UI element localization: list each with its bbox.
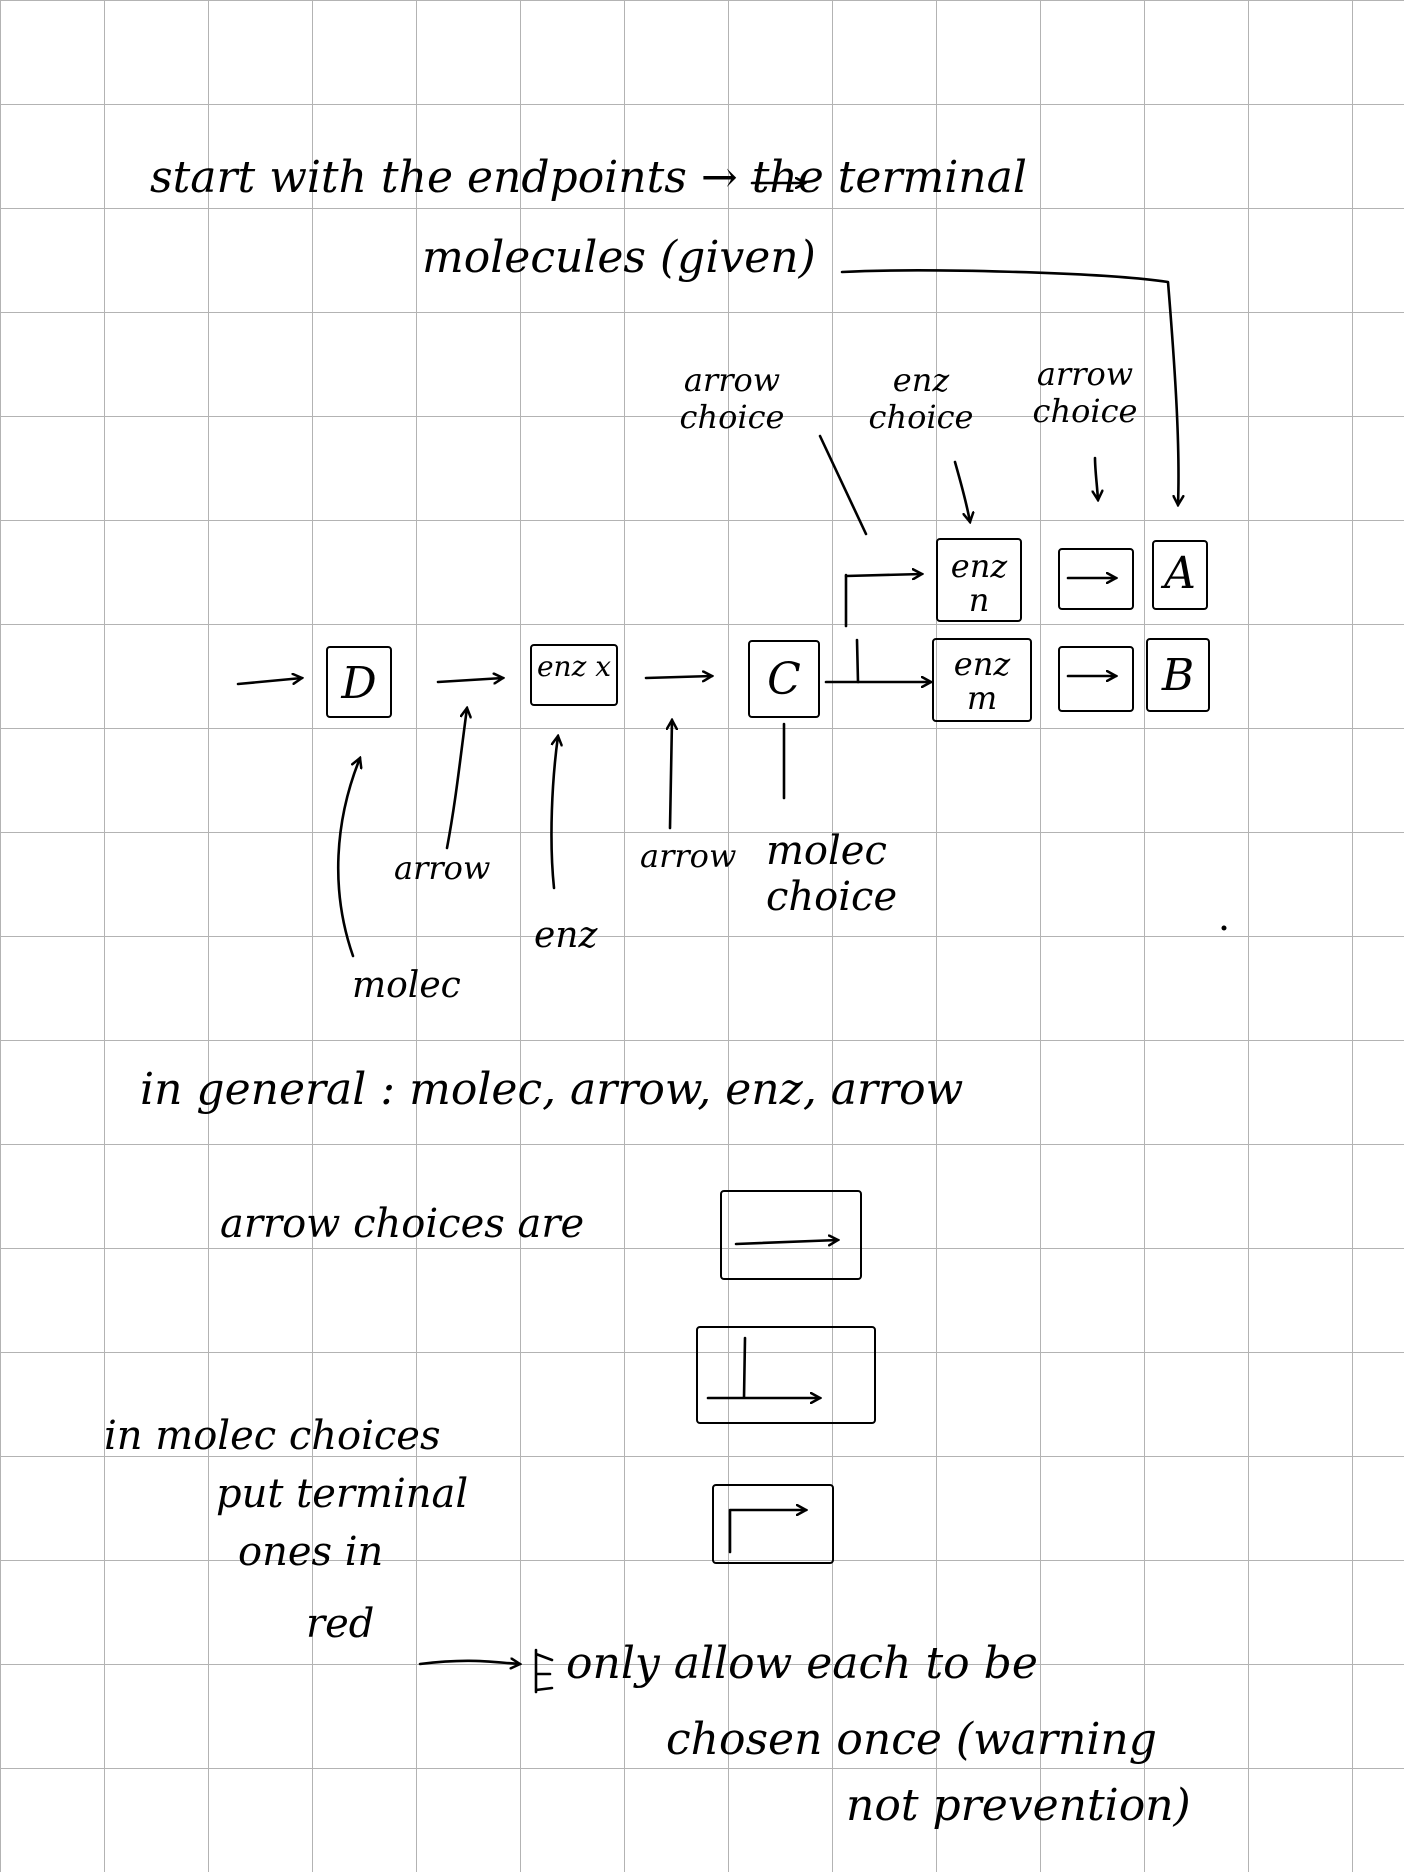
chain-arrow-into-d: [236, 678, 302, 686]
legend-box-corner: [712, 1484, 834, 1564]
arrow-choice-box-top: [1058, 548, 1134, 610]
node-d: D: [326, 646, 392, 718]
label-arrow-1: arrow: [394, 849, 491, 887]
label-enz-choice: enz choice: [868, 361, 974, 436]
legend-box-branch: [696, 1326, 876, 1424]
label-molec: molec: [352, 965, 461, 1006]
label-arrow-choice-2: arrow choice: [1032, 355, 1138, 430]
label-enz: enz: [534, 915, 598, 956]
branch-arrow-to-enz-n: [844, 574, 922, 576]
label-arrow-2: arrow: [640, 837, 737, 875]
legend-arrow-branch: [706, 1336, 820, 1398]
arrow-choice-box-bottom: [1058, 646, 1134, 712]
node-b: B: [1146, 638, 1210, 712]
note-start-line: start with the endpoints → the terminal: [150, 152, 1027, 203]
node-a: A: [1152, 540, 1208, 610]
legend-arrow-corner: [728, 1510, 806, 1554]
note-molec-choices-2: put terminal: [216, 1471, 469, 1517]
note-molecules-given: molecules (given): [422, 232, 816, 283]
note-arrow-choices-are: arrow choices are: [220, 1201, 585, 1247]
molec-arrow: [336, 758, 360, 958]
chain-arrow-d-enzx: [436, 678, 503, 682]
chain-arrow-enzx-c: [644, 676, 712, 678]
arrow-choice-leader: [818, 434, 868, 536]
note-in-general: in general : molec, arrow, enz, arrow: [140, 1064, 964, 1115]
arrow2-label-arrow: [670, 720, 672, 830]
node-enz-x: enz x: [530, 644, 618, 706]
note-only-allow-2: chosen once (warning: [666, 1714, 1157, 1765]
legend-box-straight: [720, 1190, 862, 1280]
note-only-allow-3: not prevention): [846, 1780, 1191, 1831]
legend-arrow-straight: [734, 1240, 838, 1244]
arrow-choice-right-arrow: [1095, 456, 1098, 500]
node-enz-n: enz n: [936, 538, 1022, 622]
label-molec-choice: molec choice: [766, 828, 898, 920]
enz-choice-arrow: [953, 460, 970, 522]
label-arrow-choice-1: arrow choice: [679, 361, 785, 436]
note-only-allow-1: only allow each to be: [566, 1638, 1038, 1689]
given-to-a-arrow: [840, 269, 1179, 505]
enz-label-arrow: [550, 736, 558, 890]
red-note-arrow: [418, 1661, 520, 1664]
note-molec-choices-4: red: [306, 1601, 375, 1647]
node-c: C: [748, 640, 820, 718]
note-molec-choices-3: ones in: [238, 1529, 384, 1575]
arrow-label-arrow: [445, 708, 467, 850]
node-enz-m: enz m: [932, 638, 1032, 722]
note-molec-choices-1: in molec choices: [104, 1413, 441, 1459]
branch-stem-up: [855, 638, 860, 684]
